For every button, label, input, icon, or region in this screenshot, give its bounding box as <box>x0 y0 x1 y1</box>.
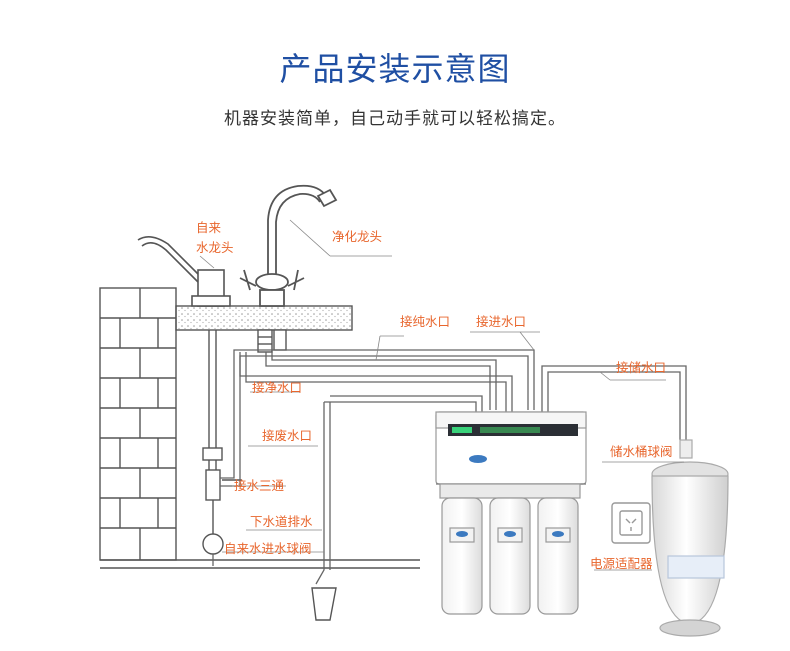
brick-wall <box>99 287 177 561</box>
label-inlet-valve: 自来水进水球阀 <box>224 541 312 556</box>
label-tap-line2: 水龙头 <box>196 240 234 255</box>
tap-faucet <box>137 236 231 307</box>
label-inlet: 接进水口 <box>476 314 527 329</box>
purified-faucet <box>239 184 338 307</box>
drain-tube <box>311 587 337 621</box>
power-socket <box>611 502 651 544</box>
label-tank-port: 接储水口 <box>616 360 667 375</box>
floor <box>100 559 420 569</box>
label-adapter: 电源适配器 <box>590 556 653 571</box>
label-tee: 接水三通 <box>234 478 285 493</box>
leader-lines <box>199 219 684 571</box>
label-waste-port: 接废水口 <box>262 428 313 443</box>
page-subtitle: 机器安装简单，自己动手就可以轻松搞定。 <box>224 109 566 129</box>
purifier-unit <box>435 411 587 499</box>
storage-tank <box>651 439 729 637</box>
label-drain: 下水道排水 <box>250 514 313 529</box>
label-tap-line1: 自来 <box>196 220 222 235</box>
label-tank-valve: 储水桶球阀 <box>610 444 673 459</box>
countertop <box>175 305 353 331</box>
label-pure-faucet: 净化龙头 <box>332 229 383 244</box>
page-title: 产品安装示意图 <box>279 50 511 88</box>
filter-cartridges <box>441 497 579 615</box>
pipe-network <box>212 349 687 585</box>
label-pure-out: 接纯水口 <box>400 314 451 329</box>
under-sink-fittings <box>257 329 287 353</box>
supply-pipe <box>202 330 242 555</box>
label-clean-port: 接净水口 <box>252 380 303 395</box>
